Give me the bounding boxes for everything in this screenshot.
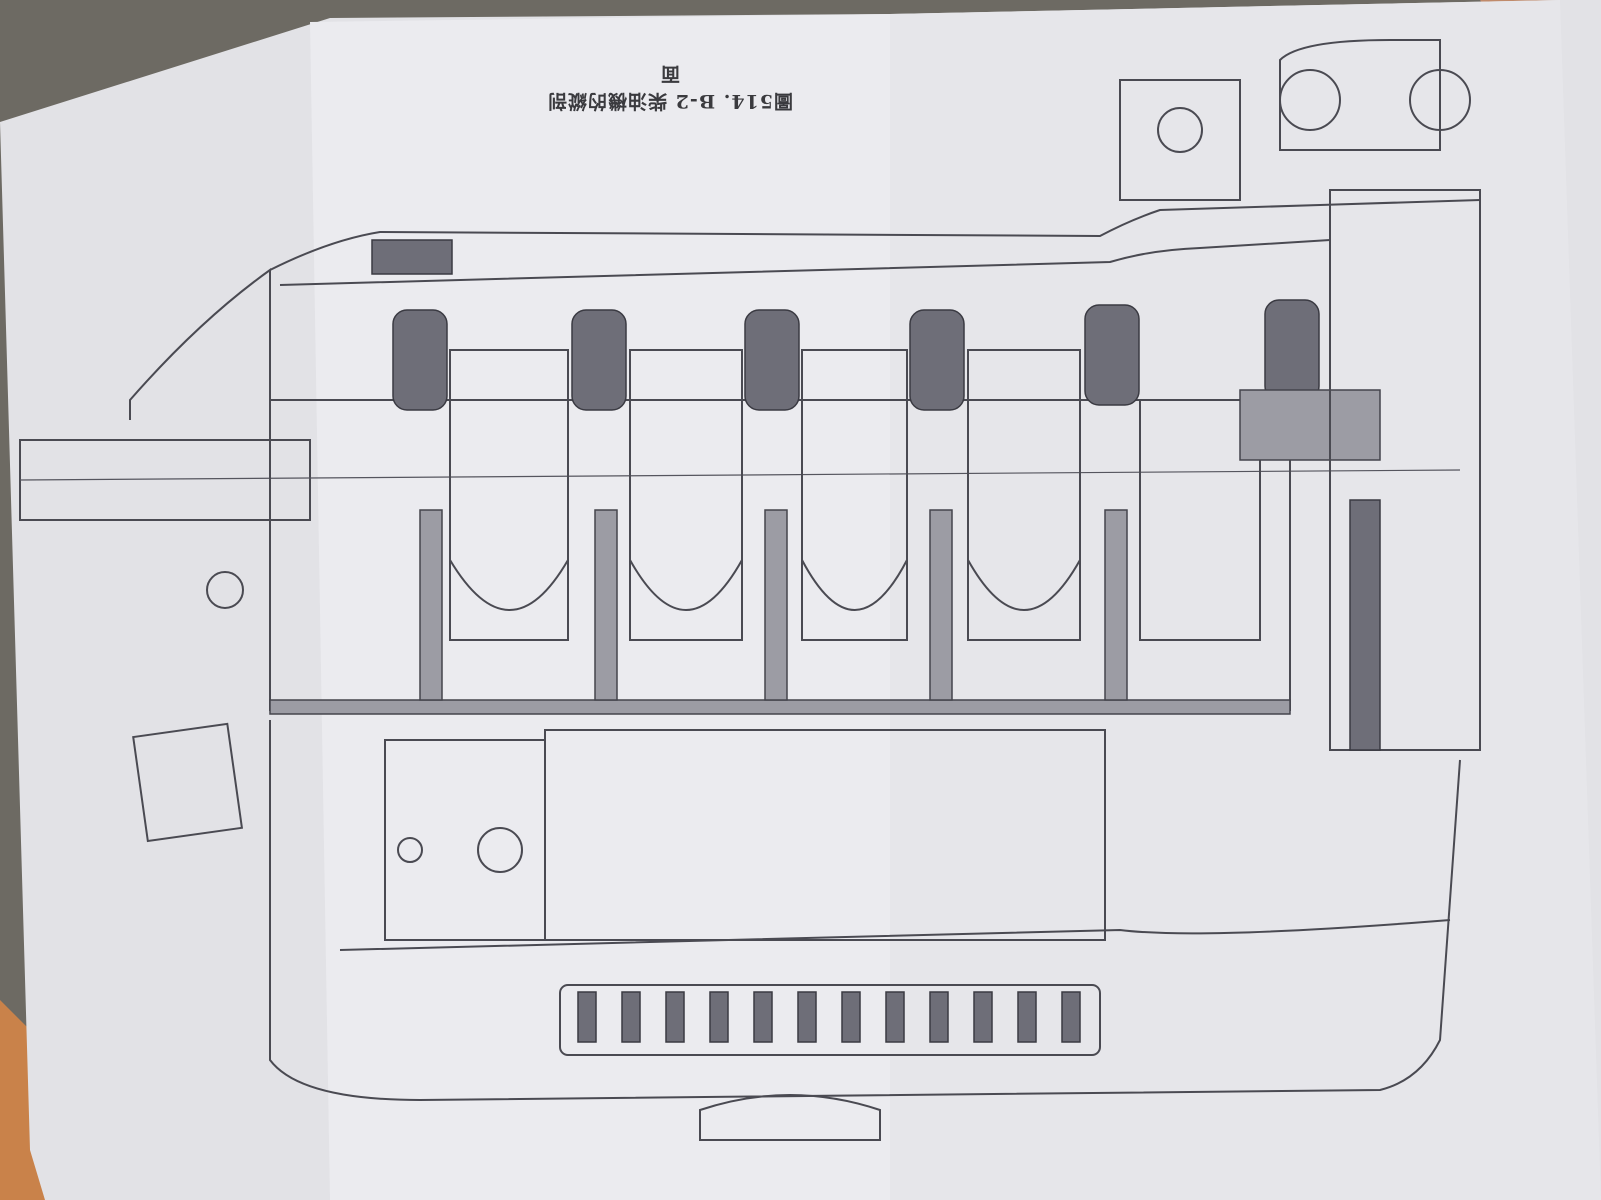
fuel-injection-pump [559,984,1101,1056]
top-manifold [269,199,1481,271]
side-bracket [132,722,244,843]
air-intake [371,239,453,275]
cylinders [392,299,1320,411]
top-pump [1119,79,1241,201]
figure-caption: 圖514. B-2 柴油機的縱剖面 [546,63,794,112]
main-bearings [419,509,1128,701]
gear-housing [1239,389,1381,461]
lower-housing [269,720,1461,1102]
connecting-rods [449,349,1261,641]
oil-pipe [339,919,1451,951]
engine-drawing [19,39,1481,1141]
crankshaft-axis [19,469,1461,481]
top-accessory [1279,39,1441,151]
paper-right-panel [890,0,1601,1200]
oil-filter [699,1094,881,1141]
vertical-drive-shaft [1349,499,1381,751]
